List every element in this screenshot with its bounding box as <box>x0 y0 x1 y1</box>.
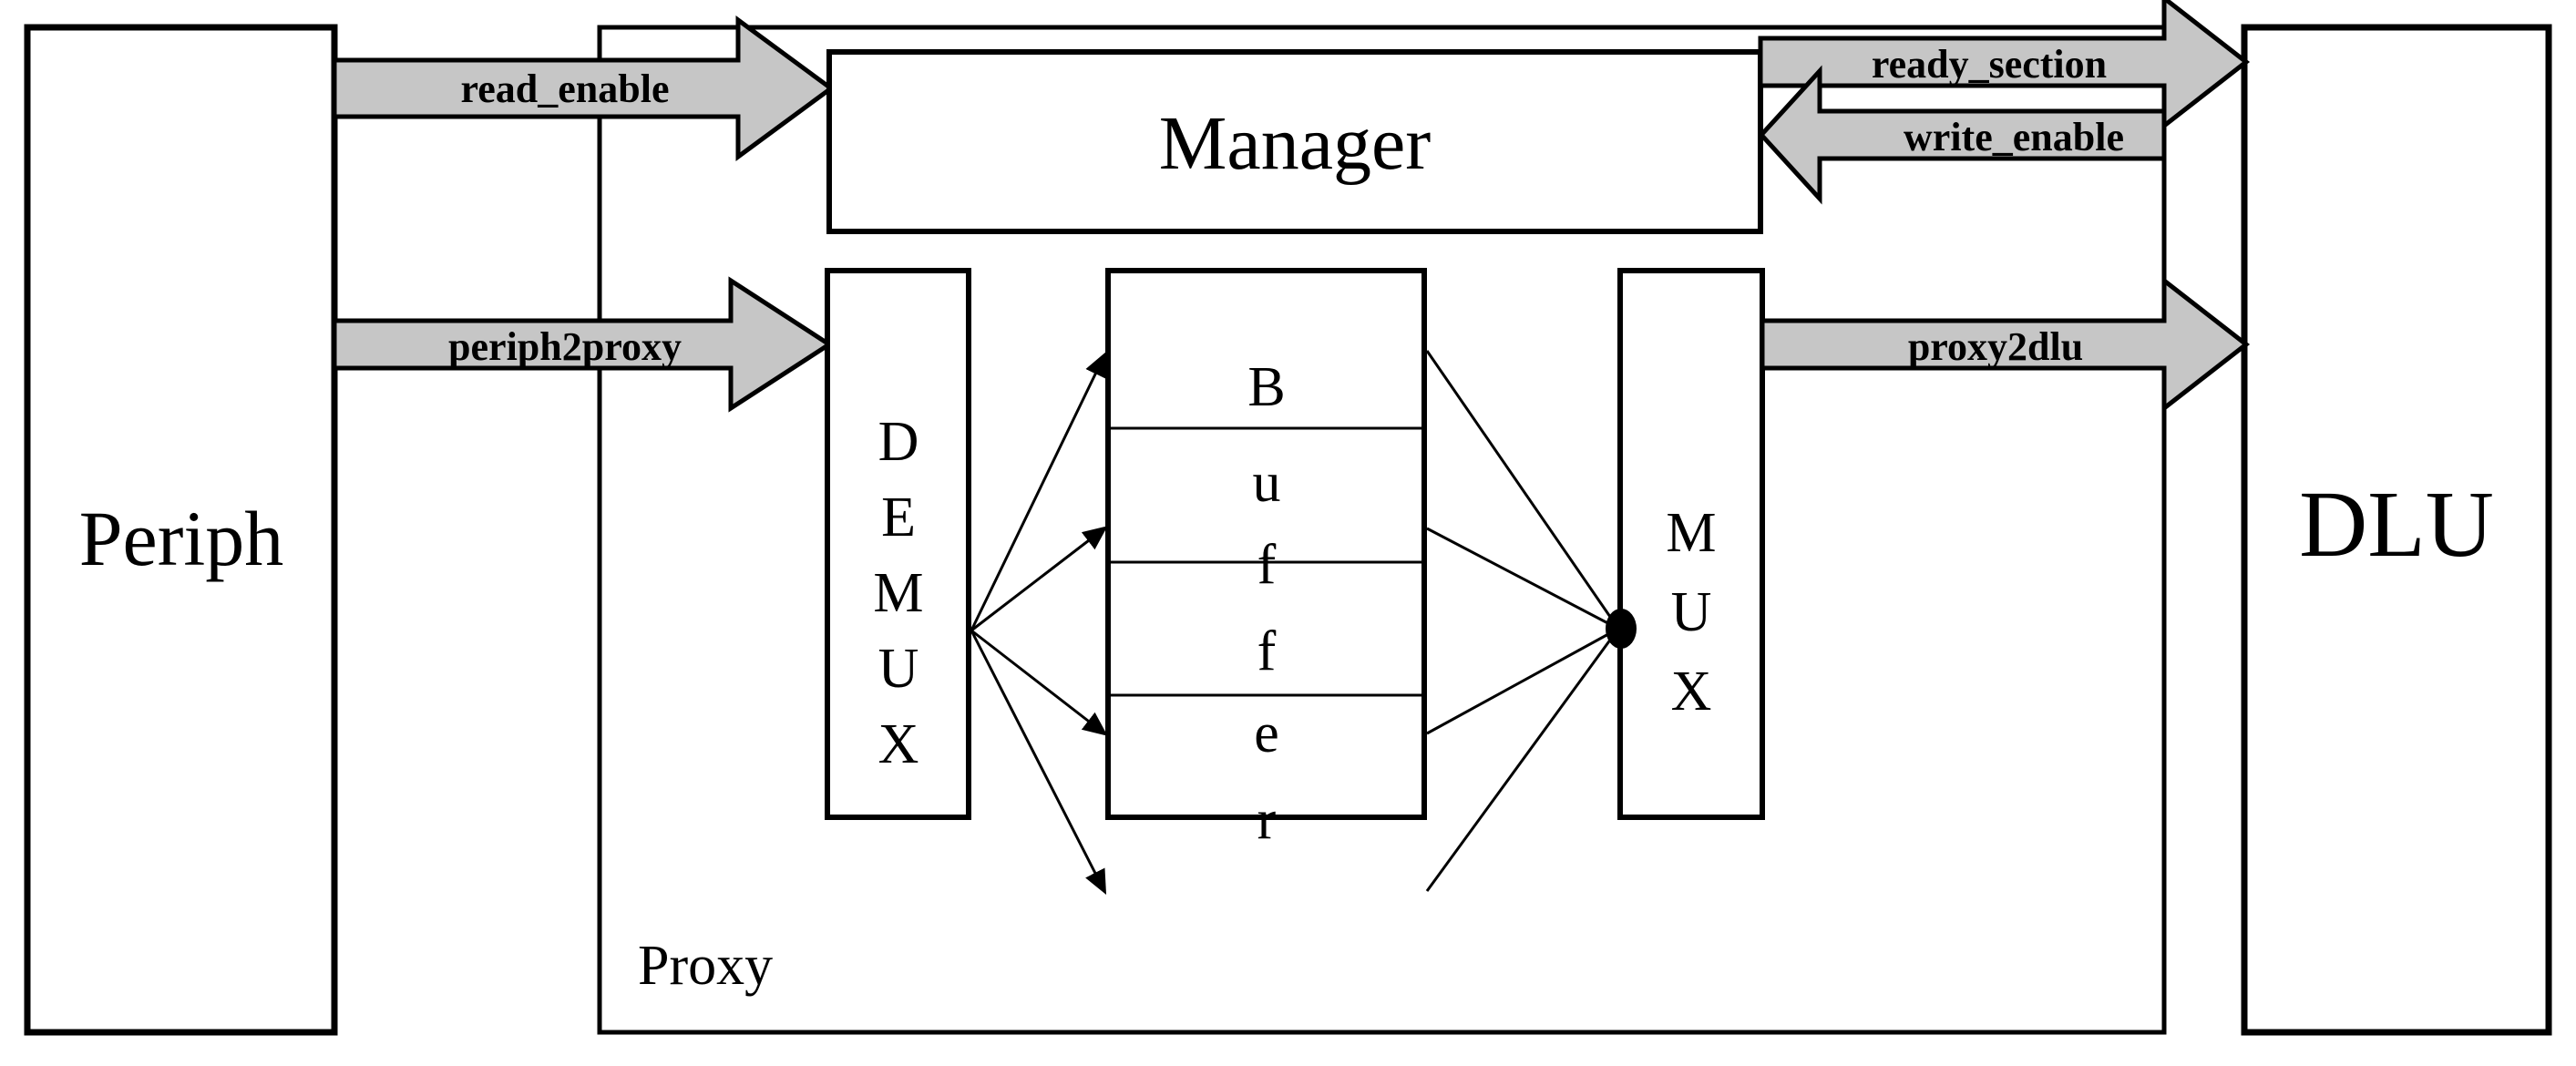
signal-label-ready-section: ready_section <box>1872 42 2107 87</box>
mux-letter-1: U <box>1671 581 1712 643</box>
demux-letter-4: X <box>878 713 919 775</box>
periph-label: Periph <box>79 495 284 582</box>
mux-block[interactable] <box>1617 268 1765 820</box>
buffer-letter-4: e <box>1254 702 1279 764</box>
buffer-block[interactable] <box>1105 268 1427 820</box>
signal-label-periph2proxy: periph2proxy <box>448 324 682 369</box>
demux-fanout-line-1 <box>970 351 1106 631</box>
demux-fanout-line-4 <box>970 630 1107 896</box>
dlu-block[interactable] <box>2241 24 2552 1036</box>
proxy-label: Proxy <box>638 935 773 997</box>
mux-fanin-lines <box>1425 350 1620 892</box>
mux-label: M U X <box>1666 502 1716 723</box>
signal-arrow-write-enable[interactable] <box>1758 65 2167 205</box>
signal-label-proxy2dlu: proxy2dlu <box>1908 324 2083 369</box>
buffer-letter-2: f <box>1257 534 1277 596</box>
buffer-letter-5: r <box>1257 789 1277 851</box>
signal-label-write-enable: write_enable <box>1904 115 2124 159</box>
buffer-letter-3: f <box>1257 620 1277 682</box>
buffer-letter-1: u <box>1253 452 1281 514</box>
mux-letter-2: X <box>1671 661 1712 723</box>
demux-fanout-line-3 <box>970 629 1108 736</box>
demux-letter-2: M <box>873 562 923 624</box>
demux-label: D E M U X <box>873 411 923 775</box>
demux-block[interactable] <box>825 268 971 820</box>
mux-fanin-line-3 <box>1426 627 1619 735</box>
demux-letter-1: E <box>881 487 916 548</box>
demux-letter-0: D <box>878 411 919 473</box>
manager-label: Manager <box>1159 101 1432 186</box>
manager-block[interactable] <box>826 49 1763 234</box>
dlu-label: DLU <box>2299 472 2494 577</box>
buffer-letter-0: B <box>1247 356 1285 418</box>
periph-block[interactable] <box>24 24 338 1036</box>
buffer-label: B u f f e r <box>1247 356 1285 851</box>
signal-arrow-periph2proxy[interactable] <box>332 276 834 413</box>
signal-arrow-read-enable[interactable] <box>332 15 836 161</box>
demux-fanout-lines <box>970 351 1108 896</box>
signal-arrow-proxy2dlu[interactable] <box>1760 275 2251 414</box>
demux-fanout-line-2 <box>970 526 1108 632</box>
signal-arrow-ready-section[interactable] <box>1758 0 2251 131</box>
mux-fanin-line-4 <box>1425 628 1620 892</box>
demux-letter-3: U <box>878 638 919 700</box>
mux-fanin-line-2 <box>1426 527 1619 630</box>
mux-fanin-line-1 <box>1425 350 1620 630</box>
mux-letter-0: M <box>1666 502 1716 564</box>
signal-label-read-enable: read_enable <box>461 67 670 111</box>
mux-junction-dot <box>1606 609 1637 649</box>
